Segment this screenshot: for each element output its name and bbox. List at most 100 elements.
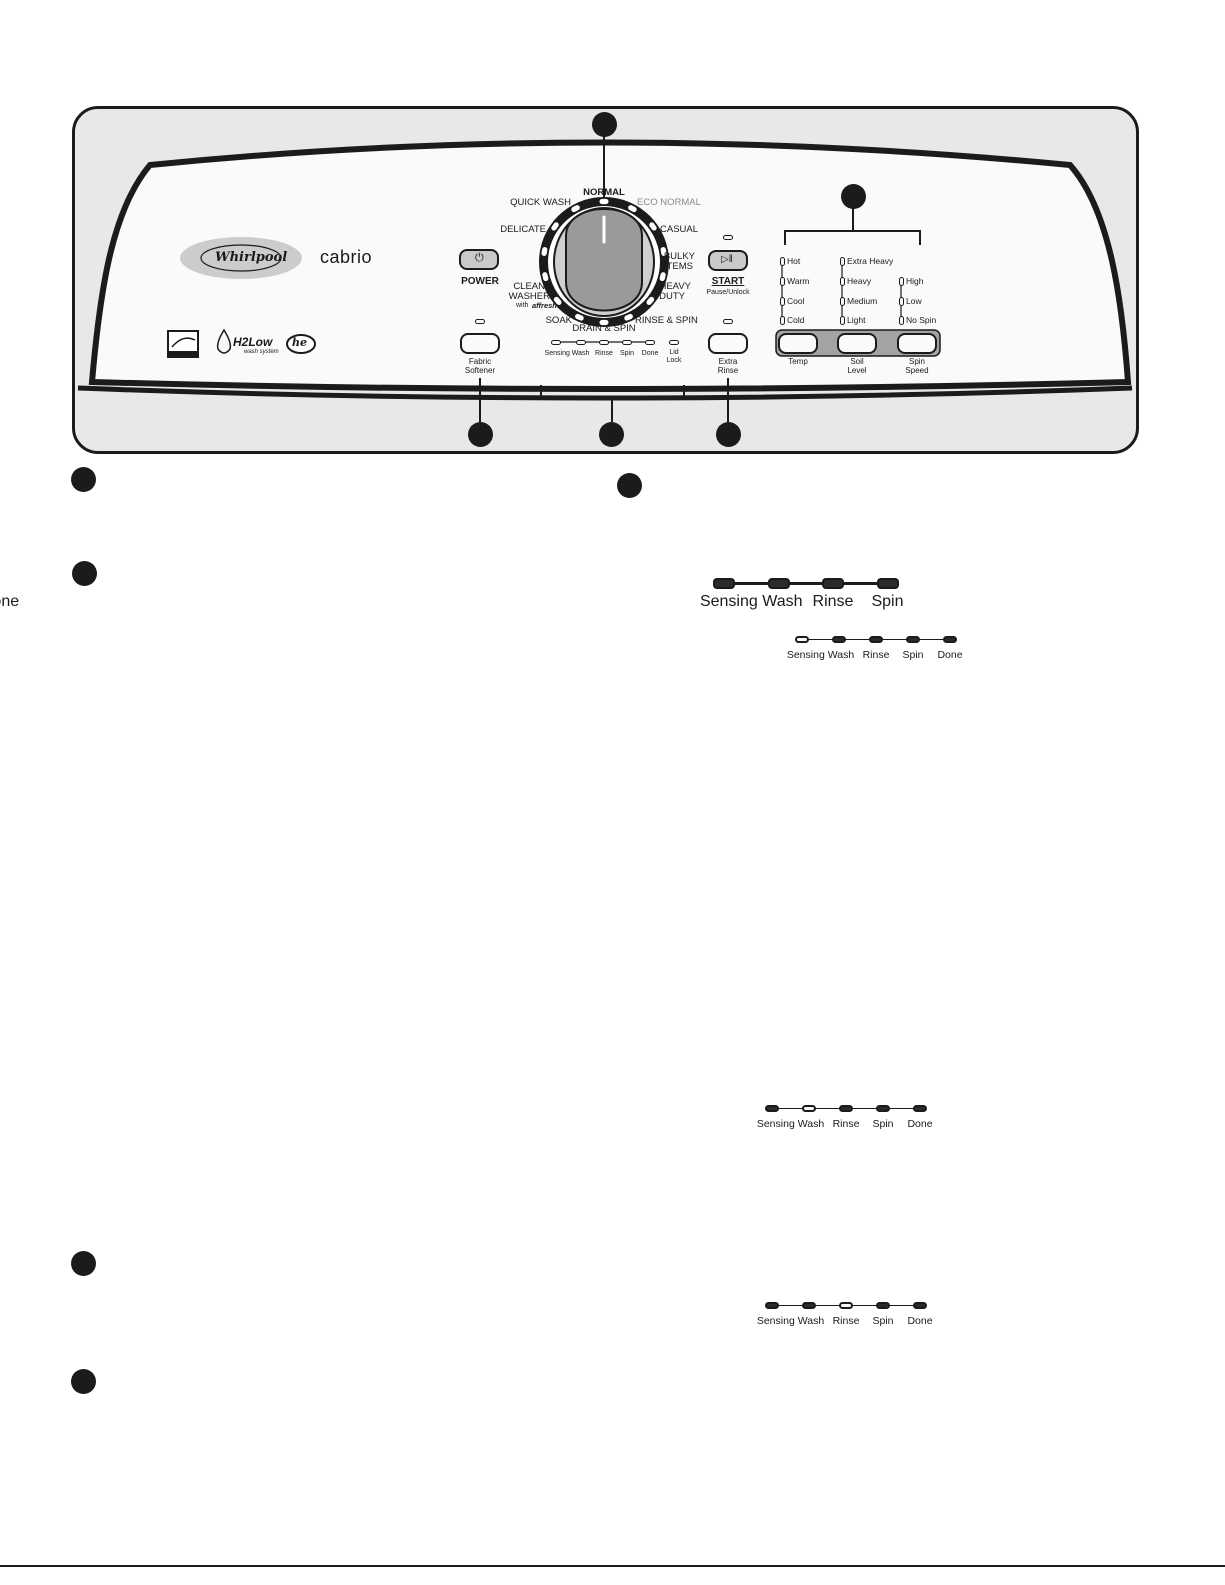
temp-option-cold: Cold — [787, 315, 805, 325]
status-stage-label: Rinse — [862, 649, 890, 661]
callout-marker — [71, 1369, 96, 1394]
cycle-clean-washer-label-1[interactable]: CLEAN — [513, 281, 545, 292]
cycle-casual-label[interactable]: CASUAL — [660, 224, 699, 235]
status-stage-label: Spin — [872, 1118, 894, 1130]
cycle-soak-label[interactable]: SOAK — [545, 315, 572, 326]
callout-marker — [617, 473, 642, 498]
status-led-on — [876, 1302, 890, 1309]
cycle-normal-label[interactable]: NORMAL — [583, 187, 625, 198]
extra-rinse-label-2: Rinse — [717, 366, 739, 375]
status-stage-label: Rinse — [832, 1118, 860, 1130]
spin-label-1: Spin — [908, 357, 926, 366]
soil-led-extra-heavy — [840, 257, 845, 266]
status-led-on — [802, 1302, 816, 1309]
lid-lock-label-1: Lid — [669, 349, 679, 356]
status-led-on — [765, 1105, 779, 1112]
he-logo: he — [292, 336, 307, 349]
status-led-on — [767, 578, 790, 589]
status-led-on — [713, 578, 735, 589]
cycle-drain-spin-label[interactable]: DRAIN & SPIN — [572, 323, 636, 334]
status-stage-label: Done — [907, 1118, 933, 1130]
soil-option-light: Light — [847, 315, 866, 325]
affresh-logo: affresh — [532, 301, 557, 310]
status-led-on — [913, 1302, 927, 1309]
cycle-quick-wash-label[interactable]: QUICK WASH — [510, 197, 571, 208]
cycle-heavy-duty-label-1[interactable]: HEAVY — [659, 281, 691, 292]
start-pause-button[interactable]: ▷‖ — [708, 250, 748, 271]
fabric-softener-button[interactable] — [460, 333, 500, 354]
cycle-rinse-spin-label[interactable]: RINSE & SPIN — [635, 315, 698, 326]
cabrio-logo: cabrio — [320, 247, 373, 267]
spin-led-low — [899, 297, 904, 306]
status-stage-label: Done — [937, 649, 963, 661]
cycle-dial-knob — [565, 208, 643, 312]
soil-level-button[interactable] — [837, 333, 877, 354]
status-stage-label: Sensing Wash — [699, 593, 803, 610]
callout-marker — [716, 422, 741, 447]
cycle-indicator-dot — [660, 247, 667, 256]
extra-rinse-button[interactable] — [708, 333, 748, 354]
temp-led-cool — [780, 297, 785, 306]
status-stage-label: Sensing Wash — [756, 1118, 825, 1130]
status-led-on — [822, 578, 844, 589]
status-label-done: Done — [641, 350, 659, 357]
cycle-bulky-label-1[interactable]: BULKY — [663, 251, 695, 262]
spin-option-no-spin: No Spin — [906, 315, 937, 325]
status-led-on — [832, 636, 846, 643]
power-icon: ⏻ — [475, 252, 484, 264]
status-stage-label: Sensing Wash — [756, 1315, 825, 1327]
status-led-rinse — [599, 340, 609, 345]
status-led-on — [869, 636, 883, 643]
cycle-delicate-label[interactable]: DELICATE — [500, 224, 546, 235]
cycle-indicator-dot — [659, 272, 666, 282]
pause-unlock-label: Pause/Unlock — [706, 289, 750, 296]
temp-option-cool: Cool — [787, 296, 805, 306]
he-badge-icon — [286, 334, 316, 354]
spin-speed-button[interactable] — [897, 333, 937, 354]
soil-led-medium — [840, 297, 845, 306]
lid-lock-label-2: Lock — [666, 357, 682, 364]
callout-marker — [71, 1251, 96, 1276]
cycle-indicator-dot — [571, 205, 580, 213]
temp-option-warm: Warm — [787, 276, 810, 286]
status-stage-label: Spin — [871, 593, 904, 610]
temp-label: Temp — [788, 357, 808, 366]
page-bottom-rule — [0, 1565, 1225, 1567]
status-stage-label: Spin — [902, 649, 924, 661]
cycle-indicator-dot — [599, 198, 609, 205]
power-button[interactable]: ⏻ — [459, 249, 499, 270]
cycle-indicator-dot — [646, 296, 655, 305]
cycle-heavy-duty-label-2[interactable]: DUTY — [659, 291, 685, 302]
cycle-indicator-dot — [542, 272, 549, 282]
cycle-eco-normal-label[interactable]: ECO NORMAL — [637, 197, 701, 208]
status-stage-label: Done — [0, 593, 20, 610]
cycle-bulky-label-2[interactable]: ITEMS — [663, 261, 693, 272]
temp-led-warm — [780, 277, 785, 286]
callout-marker — [592, 112, 617, 137]
status-led-on — [839, 1105, 853, 1112]
callout-marker — [71, 467, 96, 492]
cycle-indicator-dot — [551, 222, 559, 231]
cycle-indicator-dot — [628, 205, 637, 213]
lid-lock-led — [669, 340, 679, 345]
status-label-rinse: Rinse — [595, 350, 613, 357]
status-led-sensing — [551, 340, 561, 345]
soil-option-extra-heavy: Extra Heavy — [847, 256, 894, 266]
fabric-softener-led — [475, 319, 485, 324]
spin-option-high: High — [906, 276, 924, 286]
cycle-clean-washer-label-3: with — [516, 302, 529, 309]
play-pause-icon: ▷‖ — [721, 254, 733, 265]
status-led-on — [906, 636, 920, 643]
fabric-softener-label-1: Fabric — [468, 357, 492, 366]
status-led-wash — [576, 340, 586, 345]
cycle-clean-washer-label-2[interactable]: WASHER — [508, 291, 550, 302]
extra-rinse-label-1: Extra — [718, 357, 738, 366]
cycle-indicator-dot — [624, 313, 633, 321]
callout-marker — [841, 184, 866, 209]
cycle-indicator-dot — [599, 319, 609, 326]
water-drop-icon — [216, 328, 232, 354]
cycle-indicator-dot — [553, 296, 562, 305]
status-stage-label: Rinse — [812, 593, 854, 610]
temp-button[interactable] — [778, 333, 818, 354]
